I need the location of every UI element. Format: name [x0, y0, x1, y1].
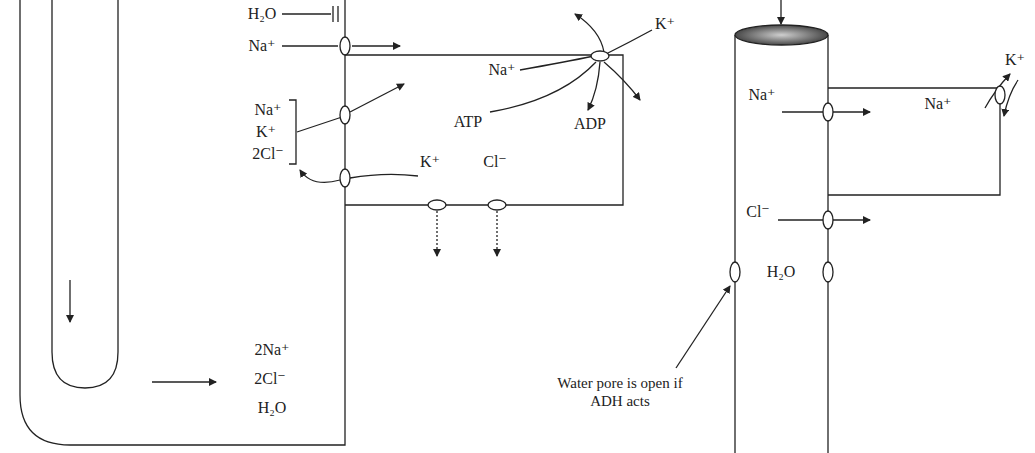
water-pore: [823, 262, 833, 282]
ion-label: Na⁺: [748, 86, 775, 104]
ion-label: Na⁺: [248, 37, 275, 55]
pump-arrow: [604, 62, 640, 100]
ion-label: Cl⁻: [746, 203, 770, 221]
ion-label: 2Cl⁻: [252, 145, 284, 163]
flow-arrow: [780, 0, 781, 24]
tubule-outer-wall: [20, 0, 345, 445]
channel: [823, 103, 833, 121]
ion-label: ATP: [454, 113, 482, 131]
duct-lumen: [735, 25, 828, 45]
ion-label: H₂O: [248, 5, 277, 23]
ion-label: ADP: [574, 115, 606, 133]
pump-arrow: [520, 56, 594, 70]
ion-label: H₂O: [258, 399, 287, 417]
flow-arrow: [69, 280, 70, 322]
channel: [488, 200, 506, 210]
pump-arrow: [588, 62, 600, 110]
transport-arrow: [350, 84, 404, 112]
channel: [340, 169, 350, 187]
cotransporter: [340, 106, 350, 124]
bracket: [289, 100, 296, 164]
ion-label: Na⁺: [924, 95, 951, 113]
block-bar: [337, 6, 338, 22]
water-pore: [730, 262, 740, 282]
ion-label: H₂O: [767, 263, 796, 281]
flow-arrow: [152, 381, 216, 382]
transport-arrow: [300, 170, 340, 182]
dotted-arrow: [436, 211, 437, 256]
ion-label: K⁺: [1005, 51, 1025, 69]
transport-arrow: [297, 117, 342, 132]
ion-label: Na⁺: [488, 61, 515, 79]
channel: [340, 37, 350, 55]
channel: [823, 211, 833, 229]
channel: [428, 200, 446, 210]
leader-line: [676, 286, 730, 368]
transport-arrow: [350, 174, 418, 178]
note-label: Water pore is open if ADH acts: [550, 374, 690, 410]
block-bar: [332, 6, 333, 22]
na-k-pump: [591, 51, 609, 61]
ion-label: Cl⁻: [483, 153, 507, 171]
duct-wall: [827, 35, 828, 453]
pump-arrow: [1004, 80, 1018, 116]
ion-label: K⁺: [655, 15, 675, 33]
pump-arrow: [606, 30, 652, 54]
ion-label: Na⁺: [254, 101, 281, 119]
dotted-arrow: [496, 211, 497, 256]
tubule-inner-wall: [52, 0, 118, 388]
transport-arrow: [282, 45, 338, 46]
na-k-pump: [995, 86, 1005, 104]
water-blocked-line: [282, 13, 331, 14]
transport-arrow: [352, 45, 400, 46]
ion-label: K⁺: [420, 153, 440, 171]
ion-label: K⁺: [256, 123, 276, 141]
ion-label: 2Na⁺: [254, 341, 289, 359]
pump-arrow: [985, 74, 1010, 108]
pump-arrow: [575, 14, 604, 52]
principal-cell: [828, 88, 1000, 195]
duct-wall: [734, 35, 735, 453]
ion-label: 2Cl⁻: [254, 370, 286, 388]
epithelial-cell: [345, 55, 623, 205]
